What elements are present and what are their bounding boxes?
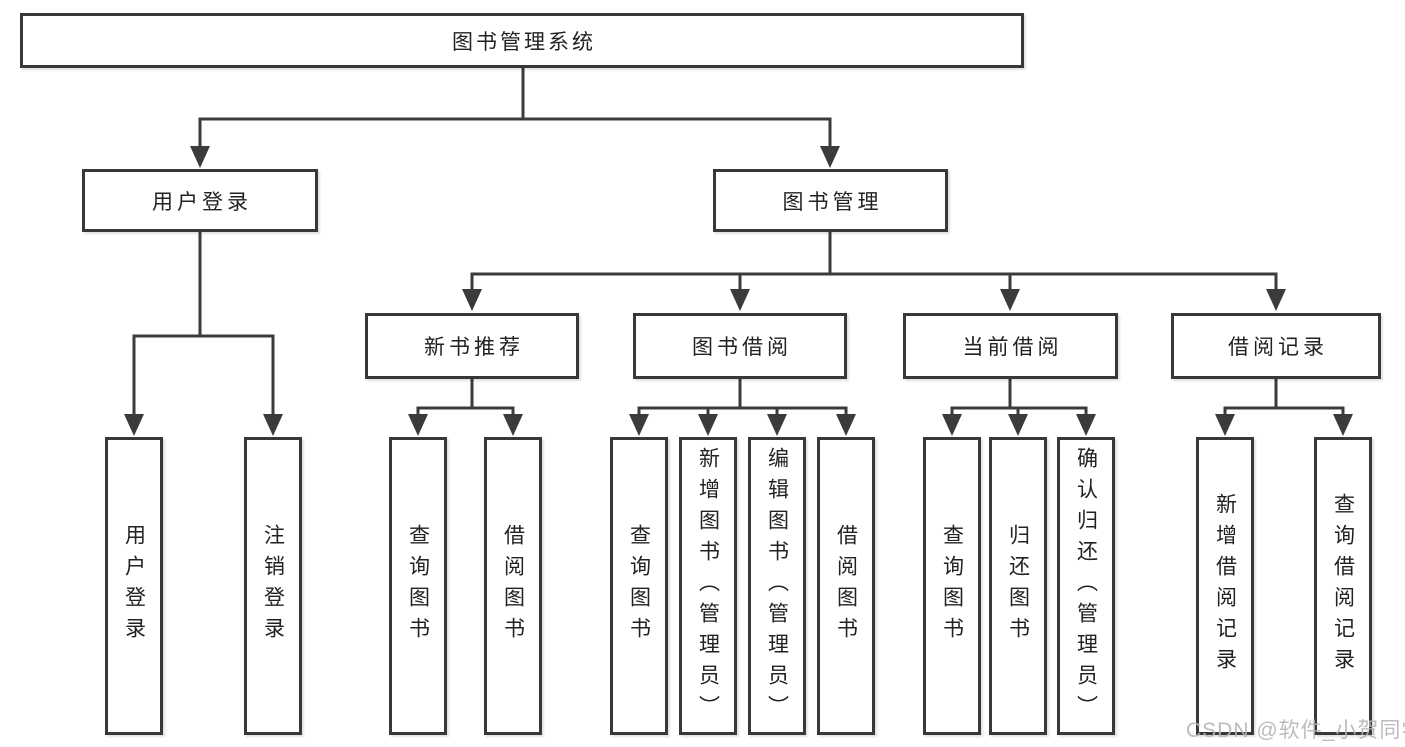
arrow-down-icon: [503, 414, 523, 436]
node-book-borrow: 图书借阅: [633, 313, 847, 379]
node-new-book-recommend: 新书推荐: [365, 313, 579, 379]
node-current-borrow: 当前借阅: [903, 313, 1118, 379]
arrow-down-icon: [1266, 289, 1286, 311]
leaf-return-book: 归还图书: [989, 437, 1047, 735]
arrow-down-icon: [698, 414, 718, 436]
arrow-down-icon: [767, 414, 787, 436]
leaf-user-login: 用户登录: [105, 437, 163, 735]
node-book-management: 图书管理: [713, 169, 948, 232]
arrow-down-icon: [1008, 414, 1028, 436]
edge-borrow-records-to-leaves: [1215, 377, 1353, 436]
leaf-query-books-borrow: 查询图书: [610, 437, 668, 735]
arrow-down-icon: [1000, 289, 1020, 311]
arrow-down-icon: [408, 414, 428, 436]
edge-root-to-level2: [190, 66, 840, 168]
edge-current-borrow-to-leaves: [942, 377, 1096, 436]
arrow-down-icon: [263, 414, 283, 436]
leaf-query-books-current: 查询图书: [923, 437, 981, 735]
leaf-borrow-books-recommend: 借阅图书: [484, 437, 542, 735]
node-borrow-records: 借阅记录: [1171, 313, 1381, 379]
arrow-down-icon: [836, 414, 856, 436]
leaf-add-borrow-record: 新增借阅记录: [1196, 437, 1254, 735]
arrow-down-icon: [820, 146, 840, 168]
watermark-text: CSDN @软件_小贺同学: [1186, 719, 1405, 742]
arrow-down-icon: [942, 414, 962, 436]
leaf-add-book-admin: 新增图书（管理员）: [679, 437, 737, 735]
arrow-down-icon: [1215, 414, 1235, 436]
leaf-query-books-recommend: 查询图书: [389, 437, 447, 735]
arrow-down-icon: [629, 414, 649, 436]
edge-user-login-to-leaves: [124, 230, 283, 436]
leaf-confirm-return-admin: 确认归还（管理员）: [1057, 437, 1115, 735]
node-root-system: 图书管理系统: [20, 13, 1024, 68]
arrow-down-icon: [190, 146, 210, 168]
edge-book-borrow-to-leaves: [629, 377, 856, 436]
edge-book-management-to-level3: [462, 230, 1286, 311]
arrow-down-icon: [124, 414, 144, 436]
leaf-borrow-books: 借阅图书: [817, 437, 875, 735]
arrow-down-icon: [1333, 414, 1353, 436]
arrow-down-icon: [1076, 414, 1096, 436]
leaf-query-borrow-record: 查询借阅记录: [1314, 437, 1372, 735]
arrow-down-icon: [730, 289, 750, 311]
edge-new-book-recommend-to-leaves: [408, 377, 523, 436]
node-user-login: 用户登录: [82, 169, 318, 232]
arrow-down-icon: [462, 289, 482, 311]
leaf-edit-book-admin: 编辑图书（管理员）: [748, 437, 806, 735]
leaf-logout: 注销登录: [244, 437, 302, 735]
